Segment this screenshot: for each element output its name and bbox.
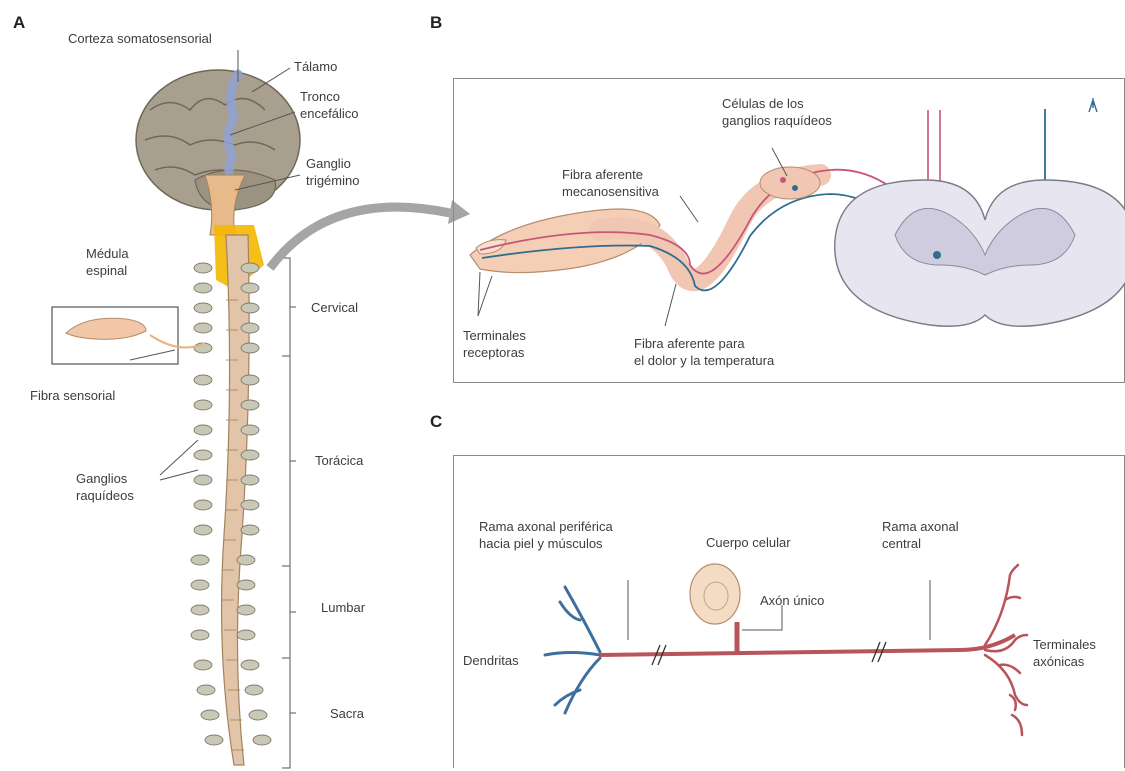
axon-main <box>600 635 1015 655</box>
label-terminales-axonicas: Terminales axónicas <box>1033 636 1096 670</box>
cell-body <box>690 564 740 624</box>
dendrites-tree <box>545 587 600 713</box>
label-rama-periferica: Rama axonal periférica hacia piel y músc… <box>479 518 613 552</box>
label-axon-unico: Axón único <box>760 592 824 609</box>
label-dendritas: Dendritas <box>463 652 519 669</box>
panel-c-leaders <box>628 580 930 640</box>
label-cuerpo-celular: Cuerpo celular <box>706 534 791 551</box>
label-rama-central: Rama axonal central <box>882 518 959 552</box>
axon-terminals <box>985 565 1027 735</box>
